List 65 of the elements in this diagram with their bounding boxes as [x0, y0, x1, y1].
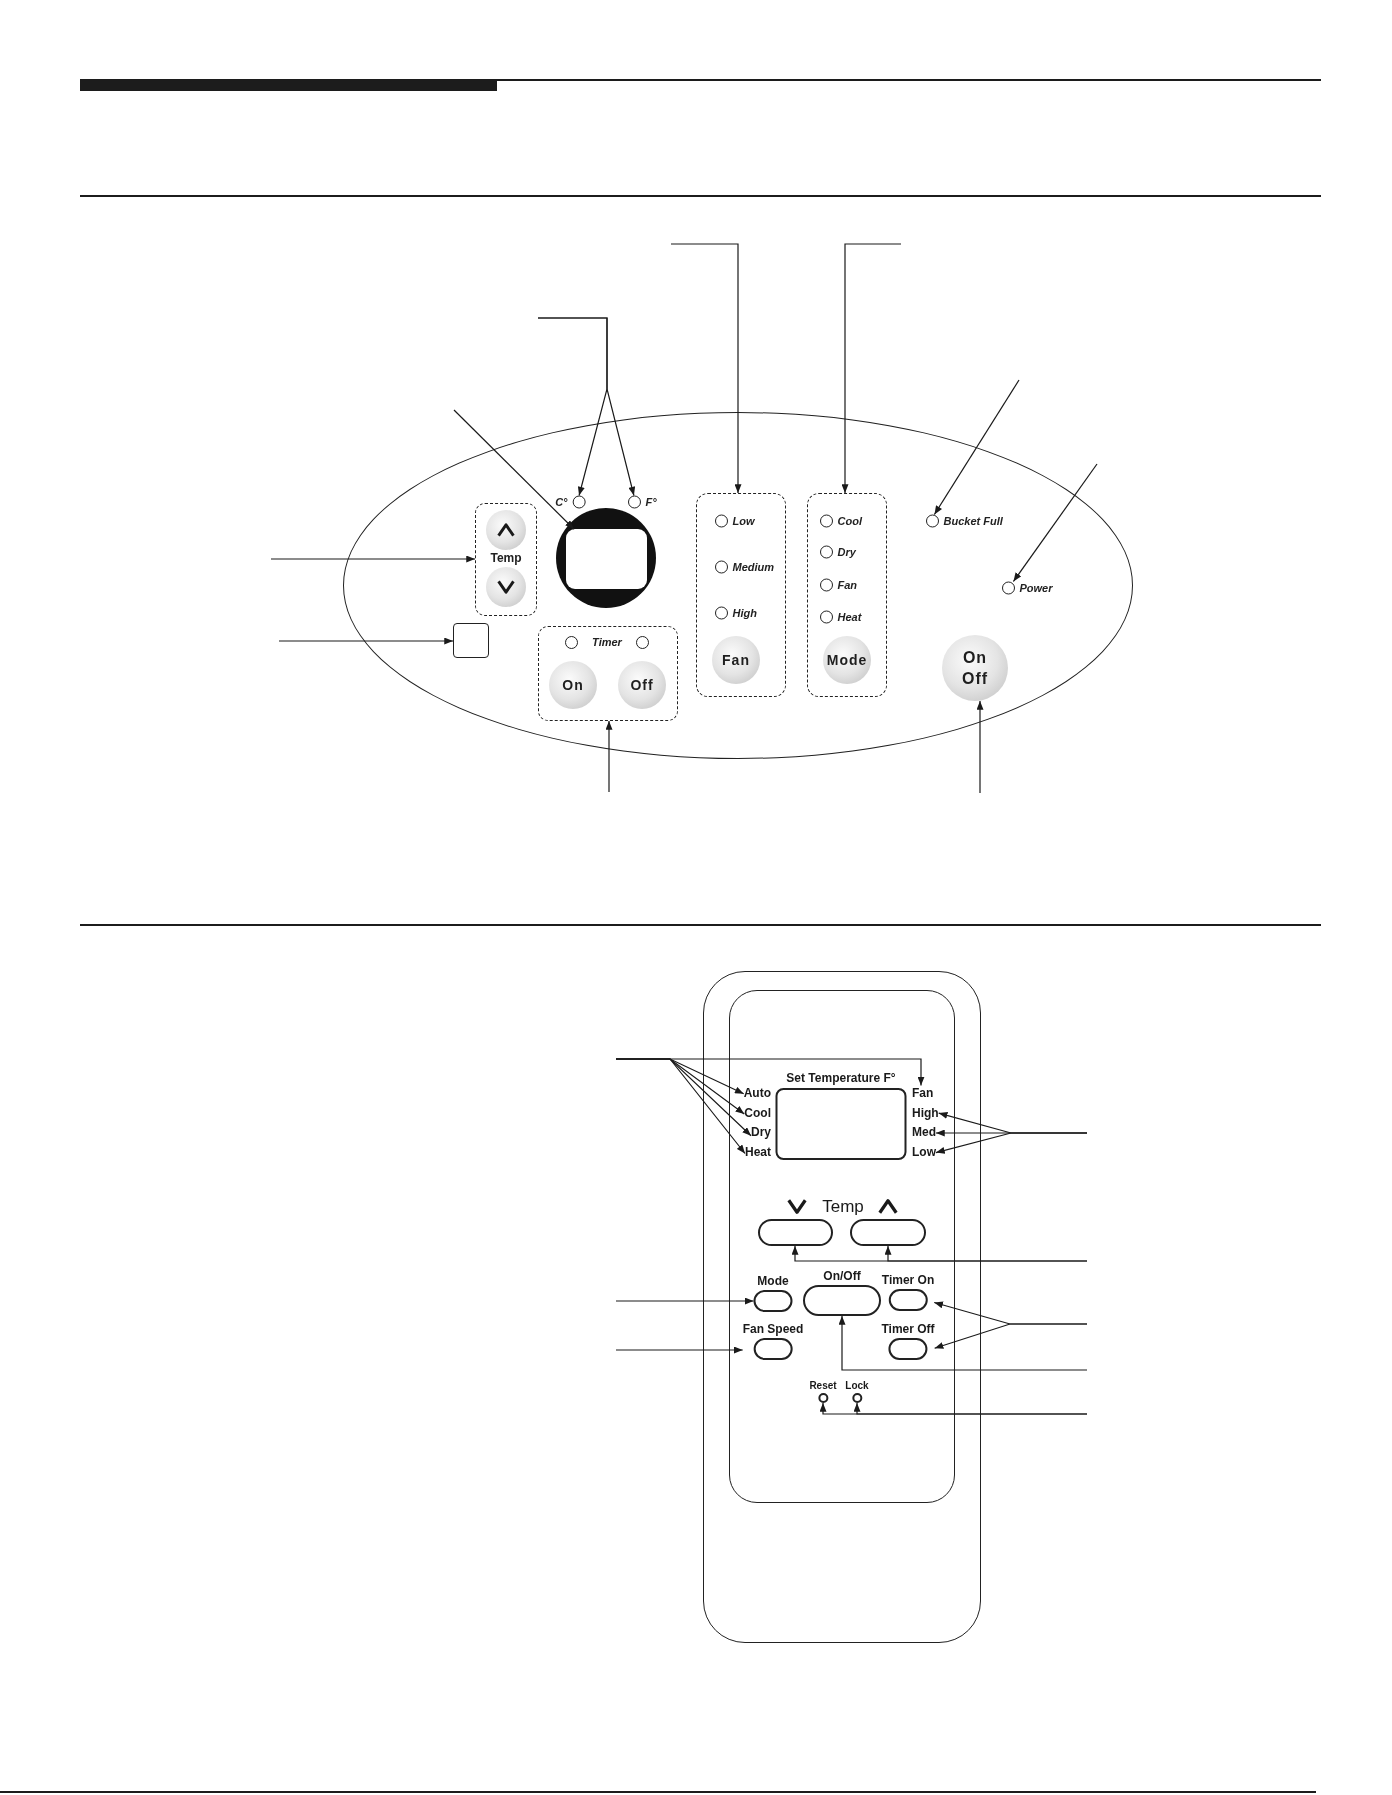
square-button — [453, 623, 489, 658]
display-screen — [566, 529, 647, 589]
group-label: Timer — [592, 635, 622, 649]
button-label: Timer Off — [881, 1322, 935, 1337]
indicator-label: C° — [555, 495, 568, 509]
remote-face-panel — [729, 990, 955, 1503]
remote-control-body — [703, 971, 981, 1643]
button-label: On/Off — [823, 1269, 861, 1284]
button-group-frame — [475, 503, 537, 616]
leader-line — [841, 243, 902, 494]
leader-line — [615, 1346, 744, 1354]
round-button — [486, 510, 526, 550]
leader-line — [884, 1245, 1088, 1262]
leader-line — [453, 409, 575, 530]
round-button — [486, 567, 526, 607]
button-label: Reset — [809, 1380, 837, 1392]
indicator-label: F° — [645, 495, 657, 509]
indicator-label: High — [732, 606, 757, 620]
indicator-label: Heat — [837, 610, 862, 624]
round-button: Mode — [823, 636, 871, 684]
button-label: Lock — [845, 1380, 869, 1392]
indicator-label: High — [912, 1105, 939, 1121]
round-button: Off — [618, 661, 666, 709]
indicator-label: Auto — [743, 1085, 771, 1101]
button-group-frame — [807, 493, 887, 697]
leader-line — [934, 1323, 1088, 1349]
remote-button — [758, 1219, 833, 1246]
indicator-label: Bucket Full — [943, 514, 1003, 528]
button-label: Fan Speed — [742, 1322, 804, 1337]
leader-line — [270, 555, 476, 563]
leader-line — [935, 1132, 1088, 1154]
button-label: Timer On — [881, 1273, 935, 1288]
indicator-label: Medium — [732, 560, 775, 574]
group-label: Temp — [490, 551, 522, 565]
leader-line — [838, 1315, 1088, 1371]
leader-line — [615, 1297, 755, 1305]
indicator-label: Cool — [744, 1105, 771, 1121]
leader-line — [1012, 463, 1098, 583]
leader-line — [278, 637, 454, 645]
leader-line — [605, 720, 613, 793]
button-label: Mode — [757, 1274, 789, 1289]
indicator-label: Cool — [837, 514, 862, 528]
indicator-label: Fan — [912, 1085, 934, 1101]
control-panel — [343, 412, 1133, 759]
group-label: Temp — [822, 1197, 864, 1217]
indicator-label: Power — [1019, 581, 1053, 595]
indicator-label: Dry — [837, 545, 856, 559]
leader-line — [670, 243, 742, 494]
leader-line — [976, 700, 984, 794]
leader-line — [537, 317, 636, 497]
button-group-frame — [538, 626, 678, 721]
indicator-label: Fan — [837, 578, 858, 592]
remote-button — [850, 1219, 926, 1246]
button-group-frame — [696, 493, 786, 697]
indicator-label: Med — [912, 1124, 936, 1140]
round-button: On — [549, 661, 597, 709]
round-button: On Off — [942, 635, 1008, 701]
indicator-label: Heat — [745, 1144, 771, 1160]
round-button: Fan — [712, 636, 760, 684]
screen-heading: Set Temperature F° — [786, 1071, 896, 1086]
leader-line — [615, 1058, 925, 1087]
indicator-label: Low — [912, 1144, 936, 1160]
indicator-label: Dry — [751, 1124, 771, 1140]
leader-line — [933, 379, 1020, 516]
indicator-label: Low — [732, 514, 755, 528]
